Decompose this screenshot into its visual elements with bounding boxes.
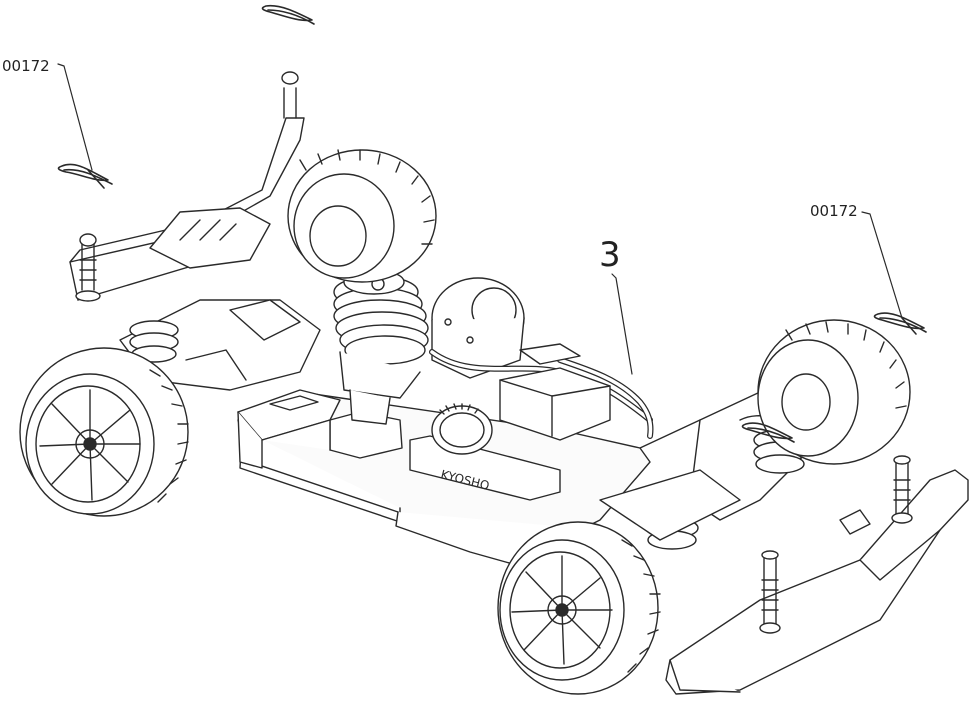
wheel-rear-right bbox=[287, 149, 437, 283]
leader-clip-left bbox=[57, 63, 93, 171]
rear-suspension bbox=[119, 299, 321, 391]
body-clip-right bbox=[873, 312, 927, 335]
wheel-rear-left bbox=[19, 347, 189, 517]
wheel-front-left bbox=[497, 521, 661, 695]
body-clip-top bbox=[261, 4, 315, 25]
leader-clip-right bbox=[861, 211, 903, 319]
front-body-post bbox=[759, 455, 913, 634]
receiver-box bbox=[499, 343, 611, 441]
part-number-clip-left: 00172 bbox=[2, 57, 50, 75]
body-clip-left bbox=[57, 163, 113, 189]
step-number-callout: 3 bbox=[599, 235, 621, 275]
leader-step-3 bbox=[611, 273, 633, 375]
front-bumper bbox=[665, 469, 969, 695]
wheel-front-right bbox=[757, 319, 911, 465]
rear-wing-stay bbox=[69, 71, 305, 302]
part-number-clip-right: 00172 bbox=[810, 202, 858, 220]
spur-gear bbox=[431, 403, 493, 455]
leader-lines bbox=[57, 63, 903, 375]
radio-box bbox=[237, 389, 341, 469]
body-clip-front bbox=[741, 422, 795, 443]
